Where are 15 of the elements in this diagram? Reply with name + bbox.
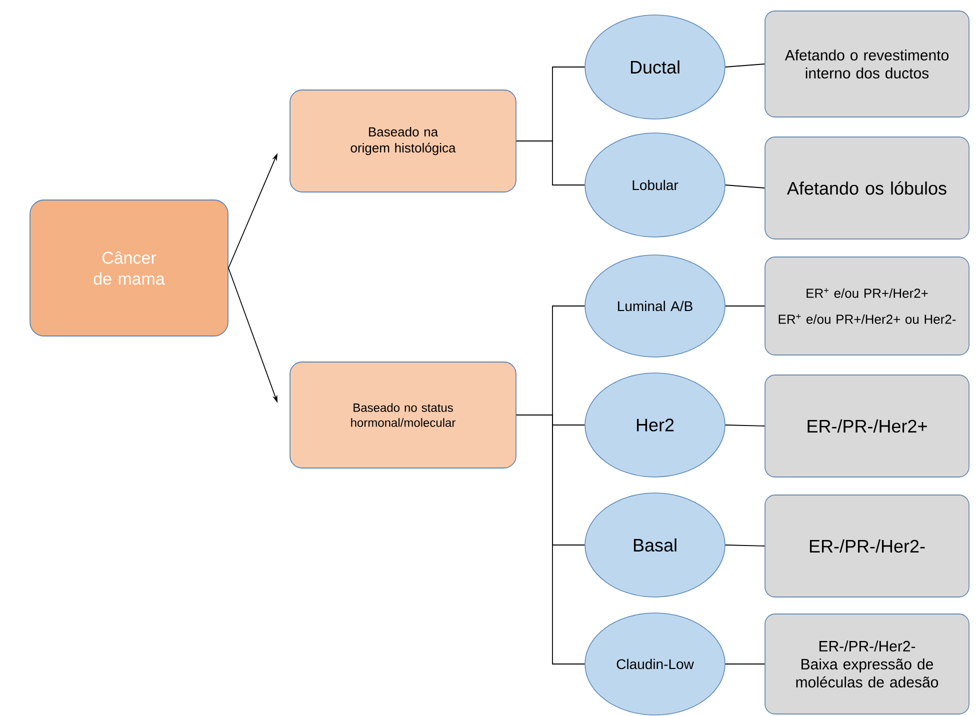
connector — [724, 424, 765, 426]
description-box: ER-/PR-/Her2+ — [764, 374, 970, 478]
description-box: Afetando os lóbulos — [764, 136, 970, 240]
category-box: Baseado na origem histológica — [290, 90, 516, 192]
connector — [724, 544, 765, 546]
description-box: ER-/PR-/Her2- — [764, 494, 970, 598]
connector — [516, 140, 586, 186]
connector — [516, 414, 586, 664]
description-box: Afetando o revestimento interno dos ductos — [764, 10, 970, 118]
connector — [724, 184, 765, 188]
root-box: Câncer de mama — [30, 200, 228, 336]
connector — [724, 64, 765, 68]
description-box: ER$^{+}$ e/ou PR+/Her2+ ER$^{+}$ e/ou PR+/Her2+ ou Her2- — [764, 256, 970, 356]
description-box: ER-/PR-/Her2- Baixa expressão de moléculas de adesão — [764, 614, 970, 714]
category-box: Baseado no status hormonal/molecular — [290, 362, 516, 468]
